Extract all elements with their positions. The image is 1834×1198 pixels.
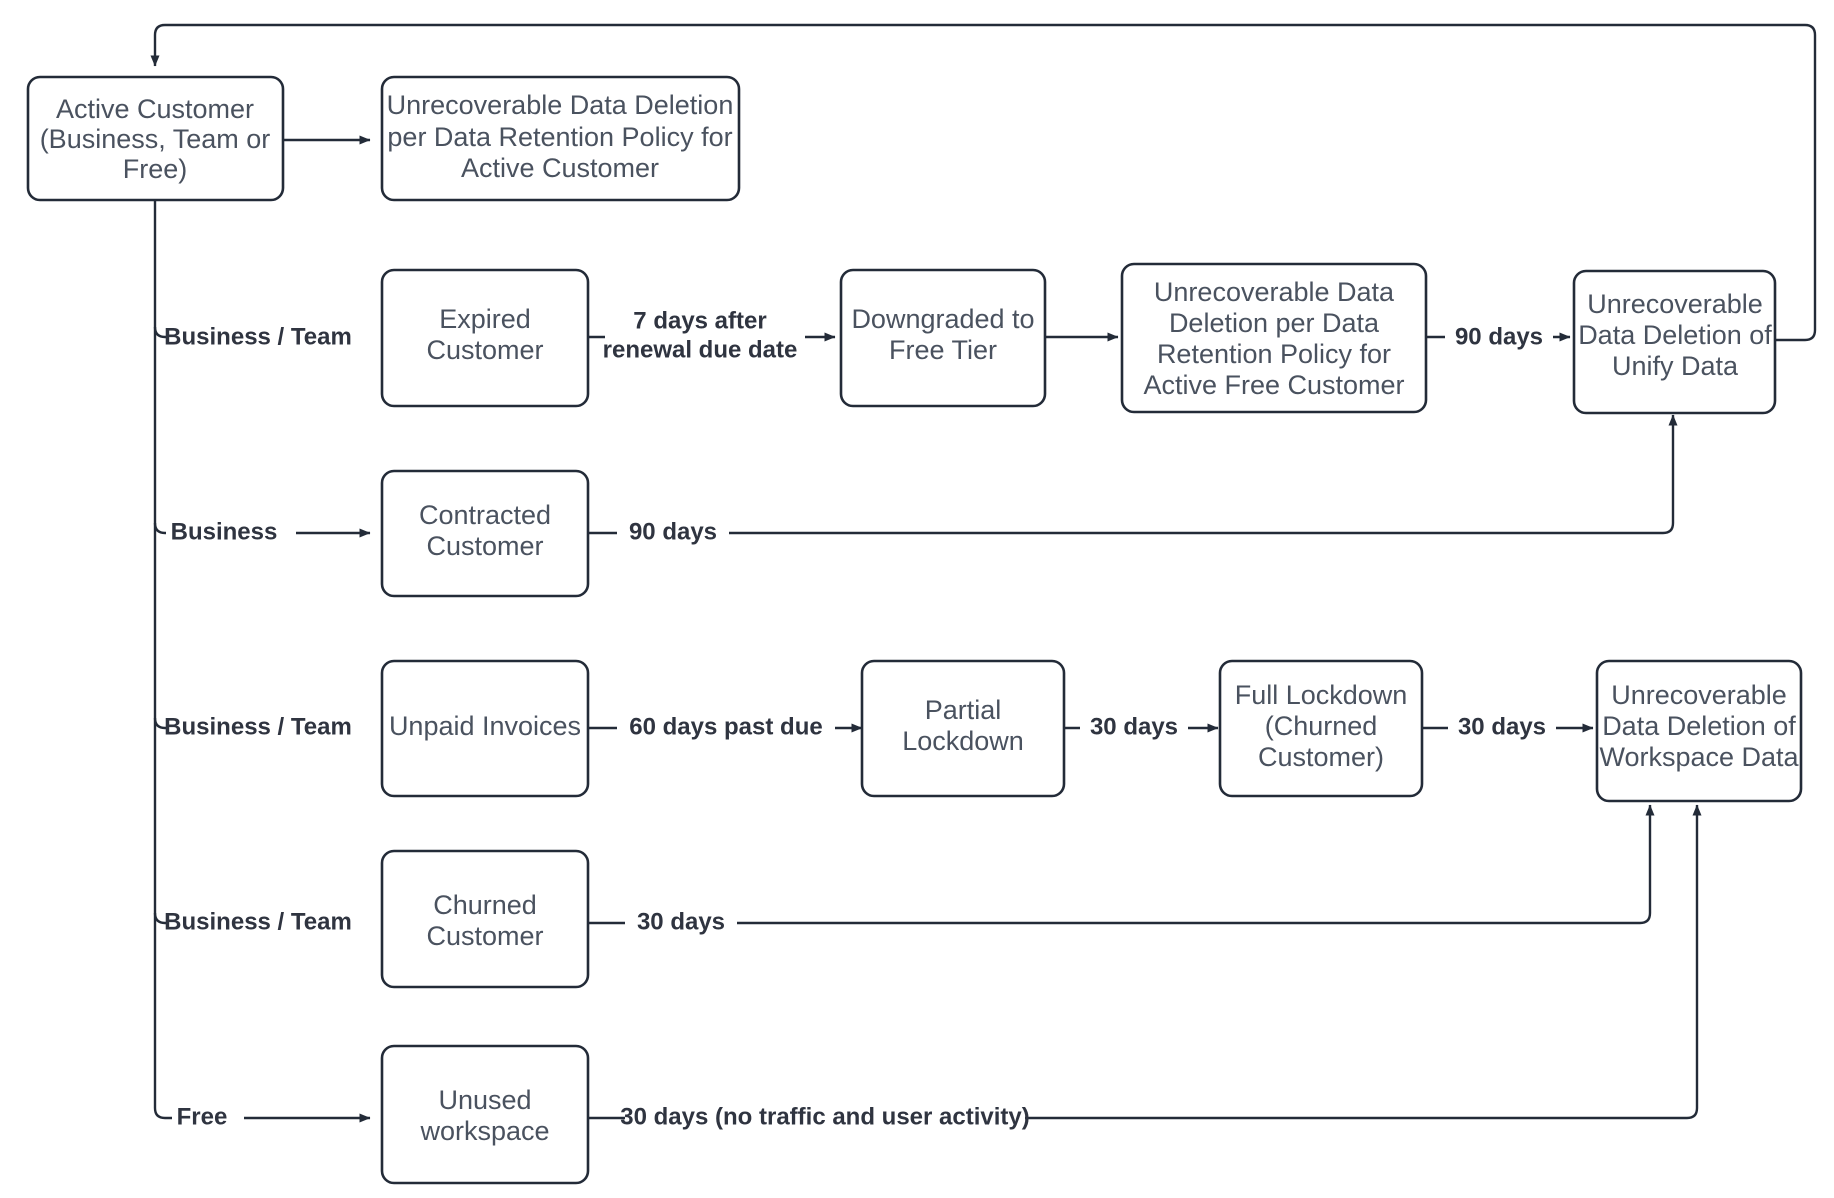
node-box[interactable] <box>1595 659 1803 803</box>
node-deletion-active-free-customer[interactable]: Unrecoverable Data Deletion per Data Ret… <box>1120 262 1428 414</box>
node-box[interactable] <box>380 268 590 408</box>
edge-label-free-unused: Free <box>177 1103 228 1130</box>
node-label-line: (Business, Team or <box>40 124 271 154</box>
node-label-line: Customer <box>426 921 543 951</box>
node-label-line: Unpaid Invoices <box>389 711 581 741</box>
edge-label-90-days-contracted: 90 days <box>629 518 717 545</box>
edge-label-renewal-due-date-line2: renewal due date <box>603 336 798 363</box>
edge-label-backing <box>166 906 372 940</box>
node-contracted-customer[interactable]: Contracted Customer <box>380 469 590 598</box>
node-box[interactable] <box>380 75 741 202</box>
node-label-line: Contracted <box>419 500 551 530</box>
node-label-line: Unrecoverable Data Deletion <box>387 90 734 120</box>
edge-label-backing <box>617 711 835 745</box>
node-active-customer[interactable]: Active Customer (Business, Team or Free) <box>26 75 285 202</box>
node-label-line: Unused <box>438 1085 531 1115</box>
edge-label-backing <box>1448 711 1556 745</box>
node-deletion-active-customer[interactable]: Unrecoverable Data Deletion per Data Ret… <box>380 75 741 202</box>
edge-label-backing <box>617 516 729 550</box>
node-box[interactable] <box>380 849 590 989</box>
node-label-line: Downgraded to <box>851 304 1034 334</box>
node-label-line: Active Customer <box>461 153 659 183</box>
node-box[interactable] <box>380 1044 590 1185</box>
node-label-line: Active Customer <box>56 94 254 124</box>
node-expired-customer[interactable]: Expired Customer <box>380 268 590 408</box>
node-label-line: Retention Policy for <box>1157 339 1391 369</box>
edge-label-30-days-churned: 30 days <box>637 908 725 935</box>
node-label-line: Unify Data <box>1612 351 1739 381</box>
node-box[interactable] <box>860 659 1066 798</box>
edge-branch-to-unpaid-invoices <box>153 717 371 733</box>
edge-label-90-days-unify: 90 days <box>1455 323 1543 350</box>
node-box[interactable] <box>1572 269 1777 415</box>
node-label-line: Customer <box>426 335 543 365</box>
edge-label-30-days-partial-to-full: 30 days <box>1090 713 1178 740</box>
node-full-lockdown[interactable]: Full Lockdown (Churned Customer) <box>1218 659 1424 798</box>
edge-label-business-team-unpaid: Business / Team <box>164 713 352 740</box>
node-label-line: Churned <box>433 890 537 920</box>
node-label-line: Data Deletion of <box>1578 320 1772 350</box>
node-churned-customer[interactable]: Churned Customer <box>380 849 590 989</box>
node-label-line: Customer) <box>1258 742 1384 772</box>
edge-label-backing <box>172 1101 244 1135</box>
node-label-line: (Churned <box>1265 711 1378 741</box>
node-box[interactable] <box>380 469 590 598</box>
node-deletion-unify-data[interactable]: Unrecoverable Data Deletion of Unify Dat… <box>1572 269 1777 415</box>
node-downgraded-free-tier[interactable]: Downgraded to Free Tier <box>839 268 1047 408</box>
edge-unused-workspace-to-workspace-deletion <box>588 804 1702 1120</box>
node-label-line: Customer <box>426 531 543 561</box>
edge-label-backing <box>605 300 805 374</box>
edge-label-30-days-full-to-deletion: 30 days <box>1458 713 1546 740</box>
node-box[interactable] <box>839 268 1047 408</box>
node-box[interactable] <box>26 75 285 202</box>
node-label-line: Deletion per Data <box>1169 308 1380 338</box>
node-box[interactable] <box>380 659 590 798</box>
node-label-line: Lockdown <box>902 726 1024 756</box>
edge-label-backing <box>625 1101 1025 1135</box>
node-label-line: Full Lockdown <box>1235 680 1408 710</box>
node-label-line: Free Tier <box>889 335 997 365</box>
node-label-line: Expired <box>439 304 531 334</box>
edge-unify-deletion-to-active-customer <box>150 23 1817 342</box>
node-unused-workspace[interactable]: Unused workspace <box>380 1044 590 1185</box>
edge-churned-to-workspace-deletion <box>588 804 1655 925</box>
edge-label-backing <box>1445 320 1553 354</box>
node-label-line: Active Free Customer <box>1143 370 1404 400</box>
edge-label-business-contracted: Business <box>171 518 278 545</box>
node-partial-lockdown[interactable]: Partial Lockdown <box>860 659 1066 798</box>
node-box[interactable] <box>1120 262 1428 414</box>
edge-branch-to-expired-customer <box>153 326 371 342</box>
node-label-line: Partial <box>925 695 1002 725</box>
edge-contracted-to-unify-deletion <box>588 414 1678 535</box>
edge-branch-to-contracted-customer <box>153 522 371 538</box>
edge-label-backing <box>625 906 737 940</box>
node-label-line: per Data Retention Policy for <box>387 122 732 152</box>
edge-label-backing <box>166 711 372 745</box>
edge-label-60-days-past-due: 60 days past due <box>629 713 822 740</box>
edge-label-backing <box>1080 711 1188 745</box>
node-label-line: workspace <box>419 1116 549 1146</box>
node-label-line: Unrecoverable Data <box>1154 277 1395 307</box>
edge-label-backing <box>166 320 372 354</box>
edge-branch-to-churned-customer <box>153 912 371 928</box>
node-box[interactable] <box>1218 659 1424 798</box>
edge-label-backing <box>166 516 296 550</box>
edge-label-business-team-churned: Business / Team <box>164 908 352 935</box>
node-label-line: Unrecoverable <box>1611 680 1787 710</box>
edge-label-7-days-after-line1: 7 days after <box>633 307 766 334</box>
edge-active-customer-trunk <box>153 200 175 1120</box>
node-label-line: Data Deletion of <box>1602 711 1796 741</box>
edge-label-business-team-expired: Business / Team <box>164 323 352 350</box>
node-label-line: Unrecoverable <box>1587 289 1763 319</box>
node-label-line: Workspace Data <box>1599 742 1799 772</box>
node-deletion-workspace-data[interactable]: Unrecoverable Data Deletion of Workspace… <box>1595 659 1803 803</box>
node-unpaid-invoices[interactable]: Unpaid Invoices <box>380 659 590 798</box>
edge-label-30-days-no-traffic: 30 days (no traffic and user activity) <box>620 1103 1029 1130</box>
node-label-line: Free) <box>123 154 188 184</box>
